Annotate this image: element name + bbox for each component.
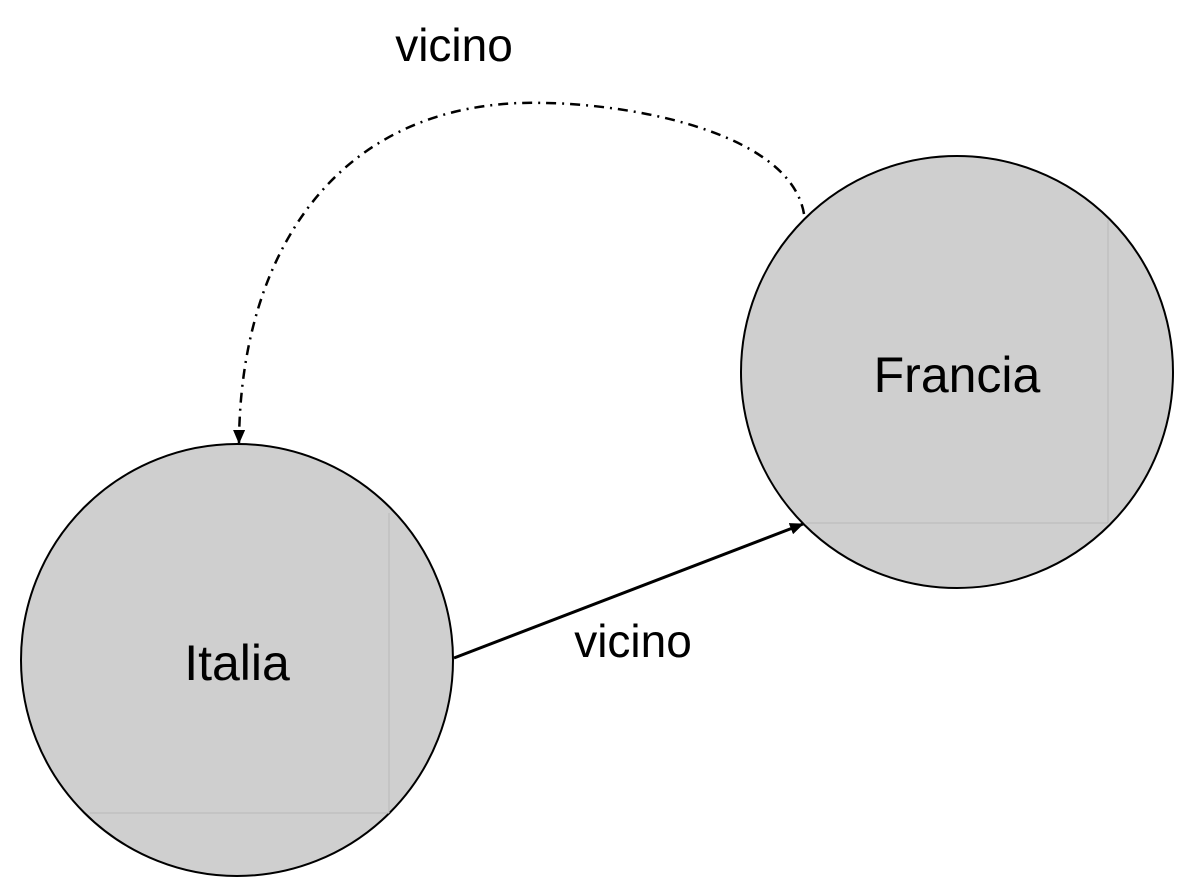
node-francia[interactable]: Francia	[740, 155, 1174, 589]
node-italia-circle	[20, 443, 454, 877]
node-francia-circle	[740, 155, 1174, 589]
edge-francia-to-italia-label: vicino	[395, 19, 513, 71]
node-italia-label: Italia	[184, 635, 290, 691]
node-francia-label: Francia	[874, 347, 1041, 403]
edge-francia-to-italia-curve	[233, 101, 806, 444]
edge-francia-to-italia[interactable]: vicino	[233, 19, 806, 444]
node-italia[interactable]: Italia	[20, 443, 454, 877]
edge-italia-to-francia-label: vicino	[574, 615, 692, 667]
edge-italia-to-francia[interactable]: vicino	[453, 522, 804, 667]
edge-italia-to-francia-line	[453, 522, 804, 660]
